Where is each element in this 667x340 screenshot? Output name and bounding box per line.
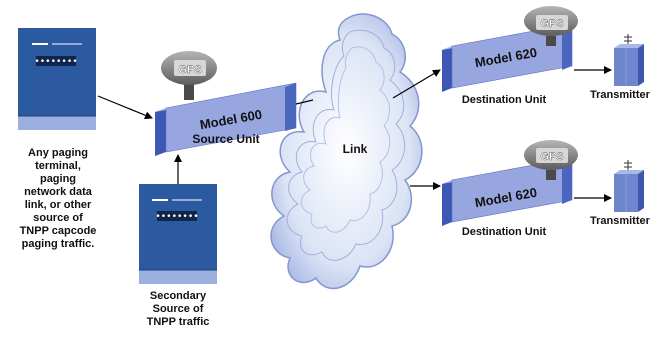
transmitter-2 xyxy=(614,160,644,212)
caption-line: network data xyxy=(24,186,92,198)
source-gps-badge xyxy=(174,60,206,76)
caption-line: source of xyxy=(33,212,83,224)
caption-line: link, or other xyxy=(24,199,92,211)
destination-gps-badge-2 xyxy=(536,148,568,163)
destination-gps-badge-1 xyxy=(536,15,568,30)
caption-line: paging xyxy=(39,173,77,185)
caption-line: Secondary xyxy=(149,290,207,302)
link-caption: Link xyxy=(342,142,368,156)
destination-unit-2-side xyxy=(442,180,452,226)
destination-gps-antenna-1: GPS xyxy=(524,6,578,46)
source-unit: Model 600 xyxy=(155,82,297,156)
transmitter-1-side xyxy=(638,44,644,86)
source-terminal-caption: Any paging terminal, paging network data… xyxy=(10,147,106,251)
destination-gps-mast-2 xyxy=(546,170,556,180)
arrow-source-to-link xyxy=(295,99,314,105)
source-gps-mast xyxy=(184,84,194,100)
destination-gps-mast-1 xyxy=(546,36,556,46)
destination-unit-1-end xyxy=(562,24,572,70)
destination-gps-label-2: GPS xyxy=(540,151,563,163)
source-terminal-body xyxy=(18,28,96,116)
caption-line: TNPP traffic xyxy=(146,316,210,328)
source-terminal-display-dots: •••••••• xyxy=(34,57,77,67)
source-unit-caption: Source Unit xyxy=(192,132,260,146)
source-unit-side xyxy=(155,108,166,156)
cloud-contour xyxy=(286,29,406,261)
secondary-terminal-body xyxy=(139,184,217,270)
secondary-terminal-caption: Secondary Source of TNPP traffic xyxy=(128,290,228,329)
transmitter-1-caption: Transmitter xyxy=(590,89,650,101)
source-terminal-display xyxy=(36,56,76,66)
caption-line: paging traffic. xyxy=(21,238,95,250)
transmitter-2-caption: Transmitter xyxy=(590,215,650,227)
destination-unit-1-caption: Destination Unit xyxy=(461,94,547,106)
transmitter-1 xyxy=(614,34,644,86)
destination-unit-1-side xyxy=(442,46,452,92)
secondary-terminal: •••••••• xyxy=(139,184,217,284)
caption-line: Source of xyxy=(152,303,204,315)
source-gps-antenna: GPS xyxy=(161,51,217,100)
destination-gps-label-1: GPS xyxy=(540,18,563,30)
caption-line: TNPP capcode xyxy=(19,225,97,237)
cloud-shape xyxy=(270,13,423,290)
source-unit-end xyxy=(285,83,296,131)
secondary-terminal-display-dots: •••••••• xyxy=(155,212,198,222)
destination-unit-2-caption: Destination Unit xyxy=(461,226,547,238)
source-terminal: •••••••• xyxy=(18,28,96,130)
connection-arrows xyxy=(97,66,612,202)
source-terminal-base xyxy=(18,116,96,130)
link-cloud xyxy=(270,13,423,290)
caption-line: Any paging xyxy=(28,147,88,159)
destination-unit-2-end xyxy=(562,158,572,204)
source-gps-label: GPS xyxy=(178,64,201,76)
secondary-terminal-base xyxy=(139,270,217,284)
arrow-terminal-to-source xyxy=(97,95,153,120)
secondary-terminal-display xyxy=(157,211,197,221)
transmitter-2-side xyxy=(638,170,644,212)
destination-gps-antenna-2: GPS xyxy=(524,140,578,180)
arrow-link-to-destination-1 xyxy=(392,69,441,99)
cloud-contour xyxy=(300,46,391,233)
transmitter-1-top xyxy=(614,44,644,48)
transmitter-2-top xyxy=(614,170,644,174)
caption-line: terminal, xyxy=(35,160,81,172)
